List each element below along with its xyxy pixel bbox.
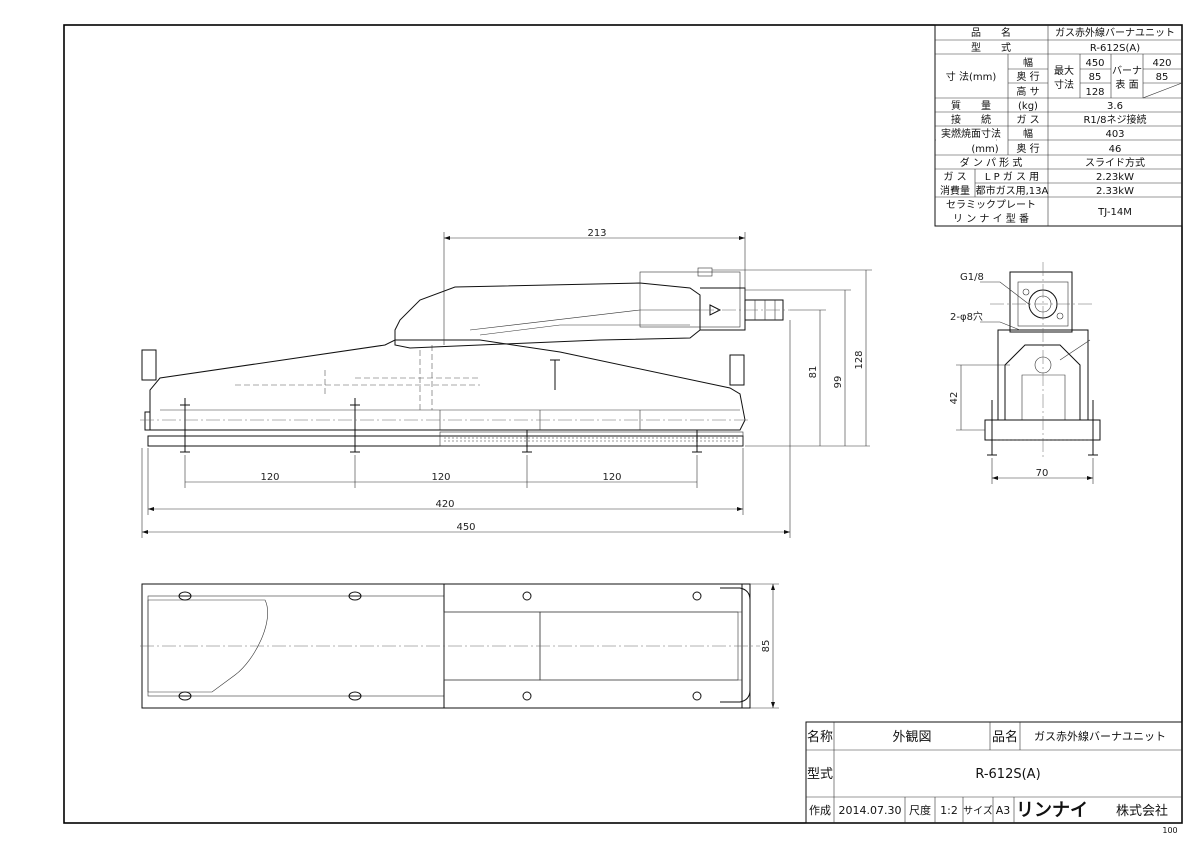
tb-scale-label: 尺度 [909, 803, 931, 817]
spec-row-model-value: R-612S(A) [1090, 43, 1140, 54]
spec-burn-area-unit: (mm) [971, 144, 998, 155]
label-hole: 2-φ8穴 [950, 310, 983, 323]
tb-company: 株式会社 [1116, 803, 1168, 819]
spec-burn-area-width-value: 403 [1105, 129, 1124, 140]
front-dimensions [141, 232, 872, 538]
spec-max-depth: 85 [1089, 72, 1102, 83]
spec-burner-depth: 85 [1156, 72, 1169, 83]
spec-burn-area-depth-value: 46 [1109, 144, 1122, 155]
spec-mass-label: 質 量 [951, 99, 991, 112]
spec-row-name-label: 品 名 [971, 26, 1011, 39]
front-view [140, 267, 790, 453]
tb-model-label: 型式 [807, 767, 833, 782]
spec-max-label: 最大 [1054, 64, 1074, 77]
spec-mass-value: 3.6 [1107, 101, 1123, 112]
dim-213: 213 [587, 228, 606, 239]
spec-burner-label: バーナ [1112, 65, 1142, 77]
spec-ceramic-label: セラミックプレート [946, 199, 1036, 211]
dim-120-b: 120 [431, 472, 450, 483]
spec-gas-label: ガ ス [943, 171, 966, 183]
spec-row-name-value: ガス赤外線バーナユニット [1055, 26, 1175, 39]
dim-120-a: 120 [260, 472, 279, 483]
spec-gas-city: 都市ガス用,13A [976, 184, 1049, 197]
dim-85: 85 [761, 640, 772, 653]
spec-ceramic-label-2: リ ン ナ イ 型 番 [953, 212, 1029, 225]
tb-made-value: 2014.07.30 [839, 804, 902, 817]
spec-row-model-label: 型 式 [971, 41, 1011, 54]
dim-70: 70 [1036, 468, 1049, 479]
spec-conn-label: 接 続 [951, 113, 991, 126]
tb-name-value: 外観図 [892, 730, 931, 745]
tb-made-label: 作成 [809, 804, 831, 817]
spec-burner-width: 420 [1152, 58, 1171, 69]
spec-max-height: 128 [1085, 87, 1104, 98]
spec-size-label: 寸 法(mm) [946, 70, 997, 83]
spec-burn-area-label: 実燃焼面寸法 [941, 127, 1001, 140]
spec-conn-sub: ガ ス [1016, 114, 1039, 126]
dim-120-c: 120 [602, 472, 621, 483]
tb-brand-logo: リンナイ [1016, 800, 1088, 821]
tb-size-label: サイズ [963, 804, 993, 817]
sheet-border [63, 24, 1183, 824]
dim-128: 128 [854, 350, 865, 369]
spec-ceramic-value: TJ-14M [1097, 207, 1132, 218]
spec-gas-lp: L P ガ ス 用 [985, 171, 1039, 183]
tb-product-value: ガス赤外線バーナユニット [1034, 729, 1166, 743]
tb-scale-value: 1:2 [940, 804, 958, 817]
spec-table [934, 24, 1183, 227]
dim-420: 420 [435, 499, 454, 510]
spec-size-depth: 奥 行 [1016, 70, 1039, 83]
spec-gas-lp-value: 2.23kW [1096, 172, 1134, 183]
dim-450: 450 [456, 522, 475, 533]
label-g18: G1/8 [960, 272, 984, 283]
dim-42: 42 [949, 392, 960, 405]
spec-burner-label-2: 表 面 [1115, 78, 1138, 91]
spec-mass-unit: (kg) [1018, 101, 1038, 112]
side-view [956, 262, 1101, 484]
dim-99: 99 [833, 376, 844, 389]
tb-size-value: A3 [996, 804, 1011, 817]
tb-product-label: 品名 [992, 729, 1018, 745]
spec-gas-label-2: 消費量 [940, 184, 970, 197]
tb-model-value: R-612S(A) [975, 767, 1040, 782]
spec-burn-area-depth: 奥 行 [1016, 142, 1039, 155]
spec-conn-value: R1/8ネジ接続 [1083, 113, 1146, 126]
page-number: 100 [1162, 826, 1177, 835]
tb-name-label: 名称 [807, 729, 833, 745]
spec-burn-area-width: 幅 [1023, 127, 1033, 140]
spec-size-height: 高 サ [1016, 85, 1039, 98]
spec-max-width: 450 [1085, 58, 1104, 69]
spec-size-width: 幅 [1023, 56, 1033, 69]
spec-damper-value: スライド方式 [1085, 156, 1145, 169]
spec-damper-label: ダ ン パ 形 式 [960, 156, 1023, 169]
spec-max-label-2: 寸法 [1054, 78, 1074, 91]
title-block [805, 721, 1183, 824]
plan-view [140, 583, 779, 709]
spec-gas-city-value: 2.33kW [1096, 186, 1134, 197]
dim-81: 81 [808, 366, 819, 379]
